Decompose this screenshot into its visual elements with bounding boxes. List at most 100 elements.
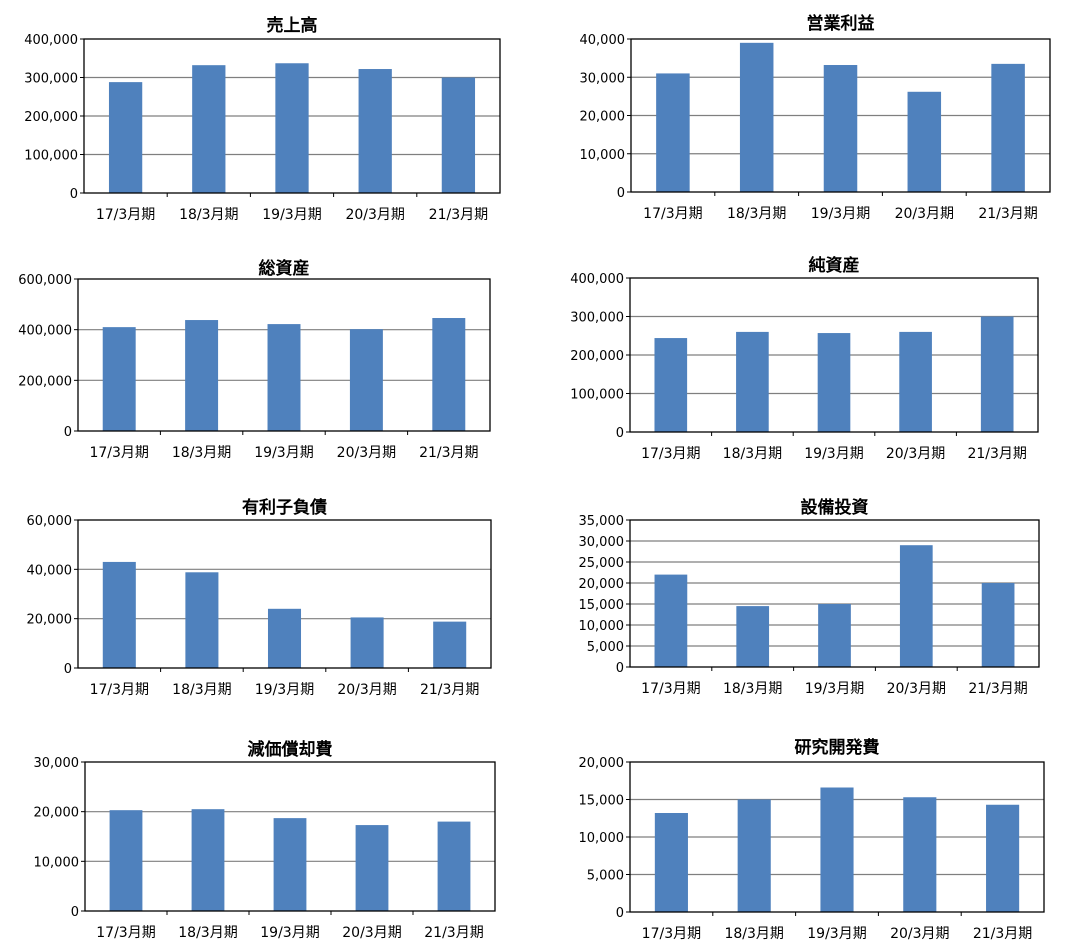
x-tick-label: 21/3月期 <box>968 681 1027 697</box>
bar <box>737 799 771 912</box>
y-tick-label: 200,000 <box>570 349 624 364</box>
bar <box>907 91 942 192</box>
y-tick-label: 30,000 <box>580 71 626 86</box>
bar <box>903 797 937 912</box>
y-tick-label: 30,000 <box>34 756 80 771</box>
y-tick-label: 200,000 <box>18 374 72 389</box>
chart-title: 売上高 <box>267 15 318 36</box>
bar <box>654 813 688 912</box>
x-tick-label: 17/3月期 <box>642 926 701 942</box>
x-tick-label: 20/3月期 <box>337 682 396 698</box>
y-tick-label: 600,000 <box>18 273 72 288</box>
x-tick-label: 17/3月期 <box>96 925 155 941</box>
x-tick-label: 21/3月期 <box>424 925 483 941</box>
y-tick-label: 5,000 <box>587 869 624 884</box>
x-tick-label: 17/3月期 <box>643 206 702 222</box>
y-tick-label: 40,000 <box>580 33 626 48</box>
bar <box>823 65 858 192</box>
bar <box>358 69 392 193</box>
y-tick-label: 30,000 <box>579 535 625 550</box>
bar <box>981 583 1015 667</box>
bar <box>185 572 219 668</box>
bar <box>432 318 466 431</box>
plot-frame <box>629 519 1040 668</box>
x-tick-label: 20/3月期 <box>887 681 946 697</box>
bar <box>818 604 851 667</box>
x-tick-label: 19/3月期 <box>805 681 864 697</box>
bar <box>654 338 688 432</box>
x-tick-label: 21/3月期 <box>420 682 479 698</box>
x-tick-label: 18/3月期 <box>723 446 782 462</box>
y-tick-label: 0 <box>616 661 624 676</box>
y-tick-label: 20,000 <box>579 577 625 592</box>
x-tick-label: 21/3月期 <box>973 926 1032 942</box>
x-tick-label: 20/3月期 <box>890 926 949 942</box>
y-tick-label: 35,000 <box>579 514 625 529</box>
y-tick-label: 400,000 <box>24 33 78 48</box>
bar <box>108 82 143 193</box>
x-tick-label: 20/3月期 <box>337 445 396 461</box>
x-tick-label: 21/3月期 <box>429 207 488 223</box>
x-tick-label: 17/3月期 <box>96 207 155 223</box>
bar <box>736 331 769 432</box>
x-tick-label: 21/3月期 <box>967 446 1026 462</box>
bar <box>986 804 1020 912</box>
y-tick-label: 40,000 <box>27 563 73 578</box>
bar <box>267 324 301 431</box>
x-tick-label: 19/3月期 <box>807 926 866 942</box>
bar <box>191 809 225 911</box>
y-tick-label: 20,000 <box>27 613 73 628</box>
chart-title: 有利子負債 <box>242 497 327 518</box>
y-tick-label: 100,000 <box>570 388 624 403</box>
x-tick-label: 19/3月期 <box>804 446 863 462</box>
y-tick-label: 400,000 <box>570 272 624 287</box>
y-tick-label: 0 <box>616 906 624 921</box>
y-tick-label: 10,000 <box>580 148 626 163</box>
y-tick-label: 20,000 <box>579 756 625 771</box>
bar <box>437 821 471 911</box>
x-tick-label: 18/3月期 <box>179 207 238 223</box>
bar <box>102 561 136 668</box>
y-tick-label: 300,000 <box>24 72 78 87</box>
bar <box>441 77 476 193</box>
x-tick-label: 19/3月期 <box>260 925 319 941</box>
bar <box>275 63 309 193</box>
y-tick-label: 0 <box>70 187 78 202</box>
y-tick-label: 0 <box>64 425 72 440</box>
bar <box>192 65 226 193</box>
x-tick-label: 18/3月期 <box>723 681 782 697</box>
plot-frame <box>84 761 496 912</box>
bar <box>899 545 933 667</box>
bar <box>109 810 143 911</box>
x-tick-label: 18/3月期 <box>172 682 231 698</box>
chart-title: 営業利益 <box>807 13 875 34</box>
bar <box>350 617 384 668</box>
y-tick-label: 15,000 <box>579 794 625 809</box>
x-tick-label: 18/3月期 <box>178 925 237 941</box>
y-tick-label: 0 <box>616 426 624 441</box>
x-tick-label: 18/3月期 <box>727 206 786 222</box>
bar <box>739 42 774 193</box>
plot-frame <box>83 38 501 194</box>
plot-frame <box>629 761 1045 913</box>
x-tick-label: 20/3月期 <box>342 925 401 941</box>
y-tick-label: 25,000 <box>579 556 625 571</box>
plot-frame <box>630 38 1051 193</box>
bar <box>102 327 136 431</box>
bar <box>980 316 1014 432</box>
x-tick-label: 19/3月期 <box>255 682 314 698</box>
bar <box>817 333 851 432</box>
chart-capital-expenditure: 設備投資05,00010,00015,00020,00025,00030,000… <box>579 497 1040 697</box>
y-tick-label: 200,000 <box>24 110 78 125</box>
y-tick-label: 10,000 <box>579 619 625 634</box>
x-tick-label: 17/3月期 <box>641 681 700 697</box>
x-tick-label: 20/3月期 <box>895 206 954 222</box>
x-tick-label: 17/3月期 <box>89 445 148 461</box>
bar <box>820 787 854 912</box>
bar <box>433 621 467 668</box>
